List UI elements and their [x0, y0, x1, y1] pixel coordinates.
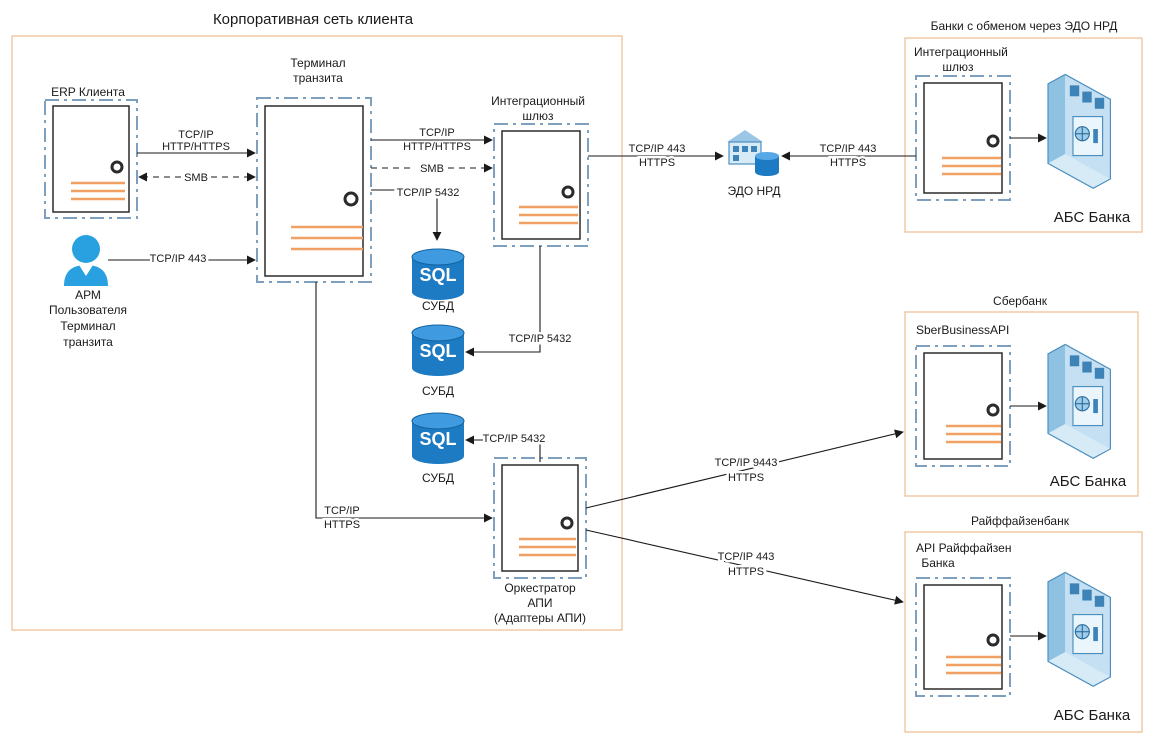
link-orchestrator-sber: [585, 429, 904, 509]
edo-nrd-label: ЭДО НРД: [727, 184, 780, 198]
dbms-label-2: СУБД: [422, 384, 454, 398]
link-orchestrator-raif-label-2: HTTPS: [728, 566, 764, 578]
sber-business-api-server: [915, 345, 1011, 467]
api-orchestrator-server: [493, 457, 587, 579]
sber-api-label: SberBusinessAPI: [916, 323, 1009, 337]
erp-server: [44, 99, 138, 219]
link-bankgw-edo-label-1: TCP/IP 443: [820, 143, 877, 155]
nrd-banks-zone: [904, 37, 1143, 233]
link-orchestrator-dbms: [465, 435, 541, 462]
link-orchestrator-sber-label-1: TCP/IP 9443: [715, 457, 778, 469]
user-label-2: Пользователя: [49, 303, 127, 317]
link-terminal-orchestrator-label-1: TCP/IP: [324, 505, 359, 517]
integration-gateway-server: [493, 123, 589, 247]
link-terminal-dbms: [371, 189, 442, 241]
sql-logo-text: SQL: [419, 429, 456, 449]
dbms-label-1: СУБД: [422, 299, 454, 313]
dbms-label-3: СУБД: [422, 471, 454, 485]
erp-label: ERP Клиента: [51, 85, 125, 99]
link-terminal-gateway-label-1: TCP/IP: [419, 127, 454, 139]
user-label-4: транзита: [63, 335, 113, 349]
link-terminal-gateway-label-2: HTTP/HTTPS: [403, 141, 471, 153]
abs-label-3: АБС Банка: [1054, 707, 1131, 724]
user-icon: [64, 235, 108, 286]
bank-building-icon: [1047, 571, 1111, 687]
link-terminal-gateway-smb-label: SMB: [420, 163, 444, 175]
abs-label-2: АБС Банка: [1050, 473, 1127, 490]
database-icon: SQL: [411, 248, 465, 301]
nrd-banks-title: Банки с обменом через ЭДО НРД: [931, 19, 1118, 33]
gateway-label-2: шлюз: [522, 109, 554, 123]
bank-gateway-label-1: Интеграционный: [914, 45, 1008, 59]
orchestrator-label-1: Оркестратор: [504, 581, 576, 595]
link-orchestrator-dbms-label: TCP/IP 5432: [483, 433, 546, 445]
orchestrator-label-2: АПИ: [527, 596, 552, 610]
gateway-label-1: Интеграционный: [491, 94, 585, 108]
sberbank-title: Сбербанк: [993, 294, 1048, 308]
link-user-terminal-label: TCP/IP 443: [150, 253, 207, 265]
link-erp-terminal-label-1: TCP/IP: [178, 129, 213, 141]
link-gateway-edo-label-2: HTTPS: [639, 157, 675, 169]
corporate-network-title: Корпоративная сеть клиента: [213, 11, 414, 28]
corporate-network-zone: [11, 35, 623, 631]
sql-logo-text: SQL: [419, 341, 456, 361]
link-gateway-edo-label-1: TCP/IP 443: [629, 143, 686, 155]
bank-integration-gateway-server: [915, 75, 1011, 201]
link-terminal-orchestrator: [315, 282, 493, 523]
abs-label-1: АБС Банка: [1054, 209, 1131, 226]
link-bankgw-edo-label-2: HTTPS: [830, 157, 866, 169]
raiffeisen-title: Райффайзенбанк: [971, 514, 1070, 528]
transit-terminal-server: [256, 97, 372, 283]
link-orchestrator-sber-label-2: HTTPS: [728, 472, 764, 484]
link-gateway-dbms-label: TCP/IP 5432: [509, 333, 572, 345]
user-label-1: АРМ: [75, 288, 101, 302]
bank-building-icon: [1047, 73, 1111, 189]
link-erp-terminal-label-2: HTTP/HTTPS: [162, 141, 230, 153]
database-icon: SQL: [411, 324, 465, 377]
user-label-3: Терминал: [60, 319, 115, 333]
terminal-label-1: Терминал: [290, 56, 345, 70]
link-terminal-orchestrator-label-2: HTTPS: [324, 519, 360, 531]
edo-nrd-icon: [726, 129, 780, 177]
raiffeisen-zone: [904, 531, 1143, 733]
orchestrator-label-3: (Адаптеры АПИ): [494, 611, 586, 625]
link-gateway-dbms: [465, 246, 541, 357]
database-icon: SQL: [411, 412, 465, 465]
bank-building-icon: [1047, 343, 1111, 459]
link-erp-terminal-smb-label: SMB: [184, 172, 208, 184]
link-orchestrator-raif: [585, 529, 904, 605]
bank-gateway-label-2: шлюз: [942, 60, 974, 74]
raiffeisen-api-server: [915, 577, 1011, 697]
link-orchestrator-raif-label-1: TCP/IP 443: [718, 551, 775, 563]
link-terminal-dbms-label: TCP/IP 5432: [397, 187, 460, 199]
sberbank-zone: [904, 311, 1139, 497]
raif-api-label-2: Банка: [921, 556, 955, 570]
sql-logo-text: SQL: [419, 265, 456, 285]
terminal-label-2: транзита: [293, 71, 343, 85]
raif-api-label-1: API Райффайзен: [916, 541, 1011, 555]
